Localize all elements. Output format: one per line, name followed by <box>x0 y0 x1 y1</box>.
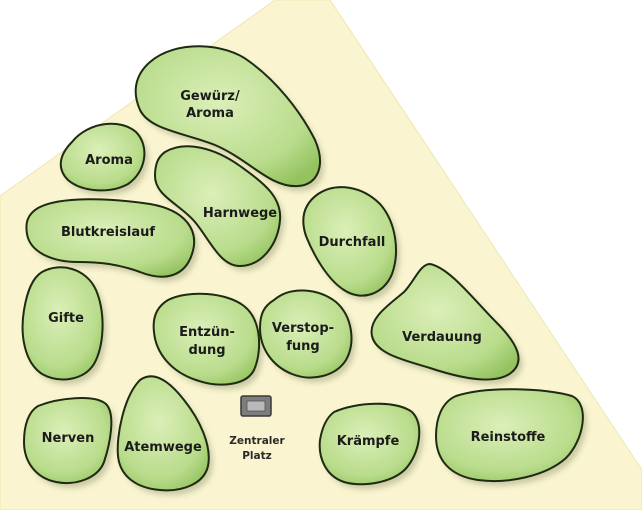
bed-harnwege[interactable]: Harnwege <box>153 145 285 271</box>
bed-shape-gifte <box>21 266 104 381</box>
bed-shape-aroma <box>59 122 146 192</box>
bed-label-gewuerz-aroma: Gewürz/ <box>180 89 240 104</box>
bed-shape-atemwege <box>116 375 210 492</box>
bed-shape-durchfall <box>302 186 397 297</box>
central-square[interactable]: Zentraler Platz <box>229 395 286 462</box>
bed-reinstoffe[interactable]: Reinstoffe <box>434 388 587 487</box>
bed-gifte[interactable]: Gifte <box>21 266 107 385</box>
bed-gewuerz-aroma[interactable]: Gewürz/ Aroma <box>134 45 324 192</box>
bed-label-kraempfe: Krämpfe <box>337 434 400 449</box>
bed-shape-kraempfe <box>318 402 421 486</box>
bed-shape-nerven <box>22 397 113 484</box>
bed-nerven[interactable]: Nerven <box>22 397 116 489</box>
bed-entzuendung[interactable]: Entzün- dung <box>152 292 264 390</box>
bed-shape-verstopfung <box>258 289 353 379</box>
bed-label-blutkreislauf: Blutkreislauf <box>61 225 155 240</box>
bed-label-aroma: Aroma <box>85 153 133 168</box>
bed-atemwege[interactable]: Atemwege <box>116 375 213 496</box>
bed-shape-verdauung <box>370 262 520 381</box>
bed-label-verdauung: Verdauung <box>402 330 482 345</box>
bed-shape-gewuerz-aroma <box>134 45 321 188</box>
bed-label-gewuerz-aroma-2: Aroma <box>186 106 234 121</box>
bed-shape-reinstoffe <box>434 388 584 482</box>
bed-blutkreislauf[interactable]: Blutkreislauf <box>25 198 199 282</box>
bed-label-verstopfung-2: fung <box>286 339 319 354</box>
central-square-label: Zentraler <box>229 435 285 447</box>
bed-durchfall[interactable]: Durchfall <box>302 186 400 301</box>
bed-shape-harnwege <box>153 145 282 268</box>
bed-label-verstopfung: Verstop- <box>272 321 334 336</box>
bed-verdauung[interactable]: Verdauung <box>370 262 523 385</box>
bed-label-entzuendung: Entzün- <box>179 325 235 340</box>
bed-label-durchfall: Durchfall <box>319 235 386 250</box>
bed-verstopfung[interactable]: Verstop- fung <box>258 289 356 383</box>
central-square-marker-inner <box>246 400 266 412</box>
bed-shape-entzuendung <box>152 292 261 386</box>
bed-shape-blutkreislauf <box>25 198 196 278</box>
bed-label-harnwege: Harnwege <box>203 206 277 221</box>
bed-label-entzuendung-2: dung <box>188 343 225 358</box>
bed-kraempfe[interactable]: Krämpfe <box>318 402 424 490</box>
bed-label-nerven: Nerven <box>42 431 95 446</box>
bed-label-atemwege: Atemwege <box>124 440 202 455</box>
bed-aroma[interactable]: Aroma <box>59 122 149 196</box>
central-square-label-2: Platz <box>242 450 272 462</box>
bed-label-gifte: Gifte <box>48 311 84 326</box>
bed-label-reinstoffe: Reinstoffe <box>471 430 546 445</box>
